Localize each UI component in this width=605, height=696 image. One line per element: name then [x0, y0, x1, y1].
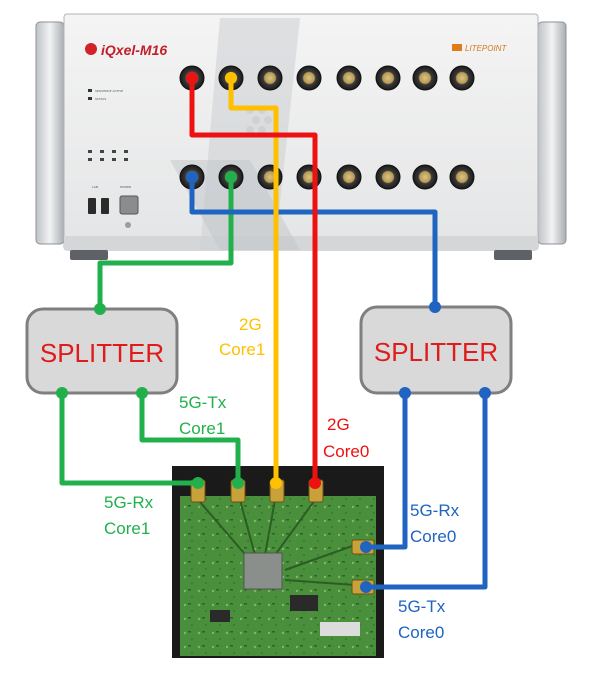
rf-port-top-5[interactable] [336, 65, 362, 91]
rf-port-top-3[interactable] [257, 65, 283, 91]
label-2g-core0-core: Core0 [323, 442, 369, 461]
cable-green-instrument [97, 174, 234, 312]
power-button[interactable] [119, 195, 139, 215]
rf-port-bottom-7[interactable] [412, 164, 438, 190]
usb-port-2[interactable] [101, 198, 109, 214]
rf-port-bottom-6[interactable] [375, 164, 401, 190]
splitter-left-label: SPLITTER [40, 338, 164, 368]
usb-port-1[interactable] [88, 198, 96, 214]
cable-5g-rx-core1 [59, 390, 201, 486]
cable-2g-core0 [189, 75, 318, 486]
label-5g-rx-core0-core: Core0 [410, 527, 456, 546]
label-2g-core1-core: Core1 [219, 340, 265, 359]
label-5g-tx-core0-name: 5G-Tx [398, 597, 446, 616]
status-led-grid [88, 150, 128, 161]
splitter-left: SPLITTER [25, 307, 179, 395]
label-5g-rx-core1-name: 5G-Rx [104, 493, 154, 512]
label-5g-tx-core0-core: Core0 [398, 623, 444, 642]
label-2g-core0-name: 2G [327, 415, 350, 434]
ground-terminal-icon [125, 222, 131, 228]
label-5g-tx-core1-name: 5G-Tx [179, 393, 227, 412]
indicator-label-1: STATUS [95, 97, 106, 101]
left-handle [35, 21, 65, 245]
rf-port-top-7[interactable] [412, 65, 438, 91]
rf-port-bottom-8[interactable] [449, 164, 475, 190]
rf-port-top-8[interactable] [449, 65, 475, 91]
top-rf-ports [179, 65, 475, 91]
cable-junction-dots [56, 72, 491, 593]
right-handle [537, 21, 567, 245]
label-5g-tx-core1-core: Core1 [179, 419, 225, 438]
cable-2g-core1 [228, 75, 279, 486]
cable-5g-tx-core0 [363, 390, 488, 590]
cable-5g-rx-core0 [363, 390, 408, 550]
iqxel-logo-icon [85, 43, 97, 55]
dut-board [172, 466, 384, 658]
litepoint-logo-icon [452, 44, 462, 51]
indicator-label-0: SEQUENCE ACTIVE [95, 89, 123, 93]
splitter-right: SPLITTER [359, 305, 513, 395]
power-label: POWER [120, 185, 131, 189]
label-5g-rx-core1-core: Core1 [104, 519, 150, 538]
iqxel-instrument: iQxel-M16 LITEPOINT SEQUENCE ACTIVE STAT… [35, 13, 567, 260]
splitter-right-label: SPLITTER [374, 337, 498, 367]
wifi-chip [243, 552, 283, 590]
cable-5g-tx-core1 [139, 390, 241, 486]
usb-label: LAN [92, 185, 98, 189]
label-2g-core1-name: 2G [239, 315, 262, 334]
bottom-rf-ports [179, 164, 475, 190]
rf-port-top-4[interactable] [296, 65, 322, 91]
vendor-label: LITEPOINT [465, 44, 507, 53]
label-5g-rx-core0-name: 5G-Rx [410, 501, 460, 520]
brand-label: iQxel-M16 [101, 42, 167, 58]
rf-port-top-6[interactable] [375, 65, 401, 91]
connection-labels: 2G Core1 2G Core0 5G-Tx Core1 5G-Rx Core… [104, 315, 460, 642]
rf-port-bottom-5[interactable] [336, 164, 362, 190]
